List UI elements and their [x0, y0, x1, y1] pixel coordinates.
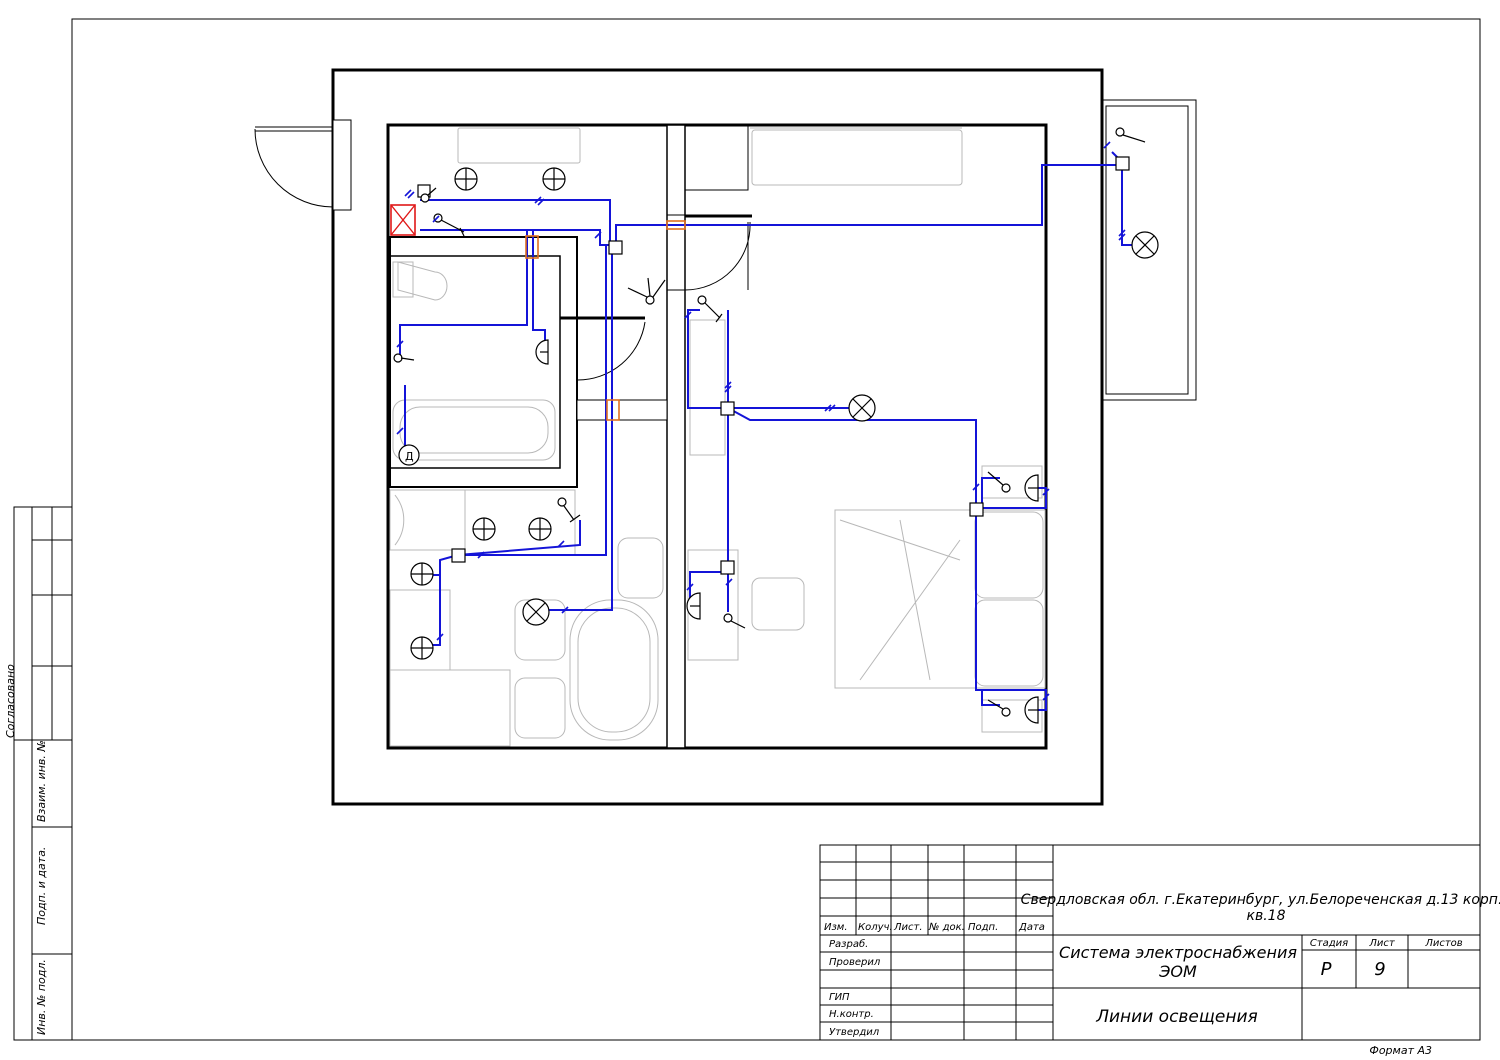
switch-icon [393, 353, 415, 363]
stamp-sign-date: Подп. и дата. [35, 847, 48, 925]
system-line1: Система электроснабжения [1059, 943, 1297, 962]
sconce-icon [1024, 696, 1039, 724]
svg-text:Д: Д [405, 450, 414, 463]
stamp-inv-orig: Инв. № подл. [35, 959, 48, 1035]
role-nkontr: Н.контр. [829, 1009, 874, 1020]
junction-boxes [417, 156, 1130, 575]
sheet-frame [71, 18, 1481, 1041]
stamp-agreed: Согласовано [4, 664, 17, 738]
sheet-value: 9 [1374, 959, 1385, 980]
format-label: Формат А3 [1369, 1044, 1432, 1057]
hdr-data: Дата [1018, 922, 1045, 933]
light-icon [528, 517, 552, 541]
switch-icon [420, 187, 437, 203]
switches [393, 127, 1146, 717]
switch-icon [723, 613, 746, 629]
light-icon [410, 636, 434, 660]
role-utverdil: Утвердил [829, 1027, 880, 1038]
system-line2: ЭОМ [1158, 962, 1197, 981]
stage-value: Р [1321, 959, 1332, 980]
pendant-icon [1131, 231, 1159, 259]
address-line1: Свердловская обл. г.Екатеринбург, ул.Бел… [1021, 892, 1500, 908]
hdr-podp: Подп. [968, 922, 998, 933]
sheet-title: Линии освещения [1095, 1007, 1258, 1027]
outer-wall [331, 68, 1104, 806]
light-icon [454, 167, 478, 191]
switch-icon [987, 471, 1011, 493]
light-icon [472, 517, 496, 541]
pendant-icon [848, 394, 876, 422]
light-icon [410, 562, 434, 586]
switch-icon [987, 699, 1011, 717]
sconce-icon [535, 339, 549, 365]
stamp-inv-no: Взаим. инв. № [35, 740, 48, 822]
wall-passages [525, 220, 686, 421]
balcony [1101, 99, 1197, 401]
entrance-door [254, 119, 352, 211]
stage-label: Стадия [1310, 938, 1348, 949]
pendant-icon [522, 598, 550, 626]
bath-light-icon: Д [398, 444, 420, 466]
address-line2: кв.18 [1247, 908, 1286, 924]
sconce-icon [1024, 474, 1039, 502]
switch-icon [557, 497, 581, 523]
role-gip: ГИП [829, 992, 850, 1003]
panel-icon [390, 204, 416, 236]
light-icon [542, 167, 566, 191]
switch-icon [1115, 127, 1146, 143]
cable-ticks [396, 141, 1126, 701]
hdr-ndok: № док. [928, 922, 965, 933]
hdr-list: Лист. [893, 922, 923, 933]
title-block: Изм. Колуч. Лист. № док. Подп. Дата Разр… [819, 844, 1500, 1041]
wall-sconces [535, 339, 1039, 724]
side-stamp: Согласовано Взаим. инв. № Подп. и дата. … [4, 506, 73, 1041]
switch-icon [627, 277, 666, 305]
sheet-label: Лист [1368, 938, 1396, 949]
role-razrab: Разраб. [829, 938, 868, 950]
ceiling-lights [410, 167, 566, 660]
switch-icon [697, 295, 723, 323]
sconce-icon [686, 592, 701, 620]
lighting-lines [399, 151, 1142, 711]
floor-plan [254, 68, 1197, 806]
sheets-label: Листов [1424, 938, 1462, 949]
hdr-izm: Изм. [824, 922, 848, 933]
furniture [389, 127, 1046, 747]
partition-wall [666, 124, 686, 749]
role-proveril: Проверил [829, 957, 881, 968]
pendant-lights: Д [398, 231, 1159, 626]
hdr-koluch: Колуч. [858, 922, 893, 933]
inner-wall [386, 123, 1048, 750]
